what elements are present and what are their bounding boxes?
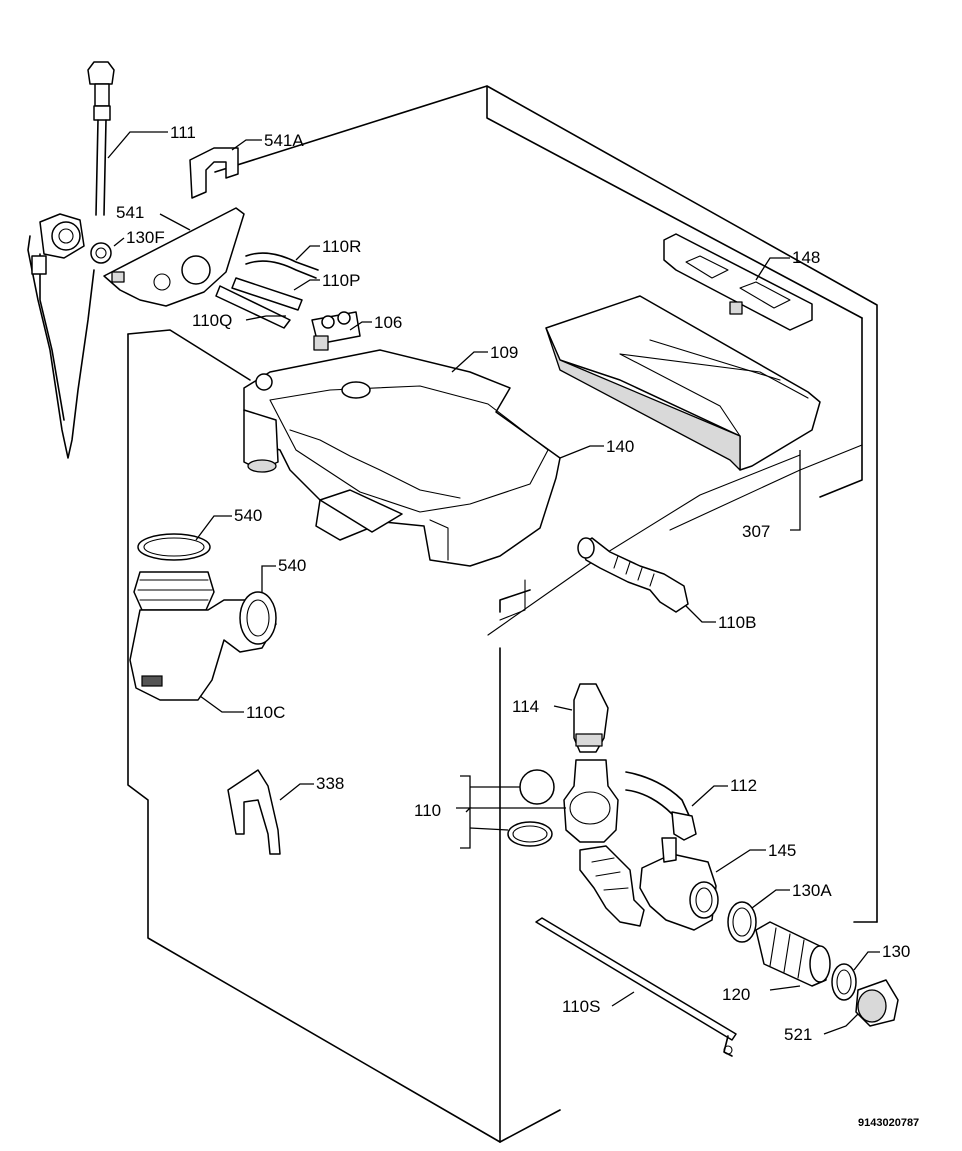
washer-130f-part [90,242,112,264]
sump-bellows-part [129,533,277,701]
hose-112-part [625,771,697,841]
small-hoses-part [215,252,319,329]
label-130f: 130F [126,228,165,247]
label-106: 106 [374,313,402,332]
inlet-hose-part [27,61,115,459]
label-114: 114 [512,697,539,716]
cabinet-outline [127,85,878,1143]
label-110p: 110P [322,271,360,290]
label-110r: 110R [322,237,361,256]
label-110s: 110S [562,997,600,1016]
drawer-307-part [545,295,821,471]
label-541a: 541A [264,131,304,150]
drain-pump-145-part [639,837,719,931]
label-110q: 110Q [192,311,232,330]
callout-labels: 111 541A 541 130F 110R 110P 110Q 106 109… [116,123,919,1129]
label-307: 307 [742,522,770,541]
pump-housing-110-part [507,759,645,927]
dispenser-housing-part [243,349,561,567]
label-338: 338 [316,774,344,793]
label-130a: 130A [792,881,832,900]
drawer-handle-148-part [663,233,813,331]
label-540-side: 540 [278,556,306,575]
label-145: 145 [768,841,796,860]
clip-541a-part [189,147,239,199]
filter-120-part [755,921,831,987]
label-110c: 110C [246,703,285,722]
leader-lines [107,131,880,1035]
valve-106-part [311,311,361,351]
rod-110s-part [535,917,737,1057]
label-109: 109 [490,343,518,362]
label-148: 148 [792,248,820,267]
part-114 [573,683,609,753]
label-112: 112 [730,776,757,795]
bracket-338-part [227,769,281,855]
label-540-top: 540 [234,506,262,525]
label-541: 541 [116,203,144,222]
label-110: 110 [414,801,441,820]
document-code: 9143020787 [858,1117,919,1129]
bracket-541-part [103,207,245,307]
label-110b: 110B [718,613,756,632]
label-130: 130 [882,942,910,961]
label-111: 111 [170,123,196,142]
ring-130-part [831,963,857,1001]
hose-110b-part [577,537,689,613]
label-120: 120 [722,985,750,1004]
ring-130a-part [727,901,757,943]
cap-521-part [855,979,899,1027]
label-140: 140 [606,437,634,456]
label-521: 521 [784,1025,812,1044]
